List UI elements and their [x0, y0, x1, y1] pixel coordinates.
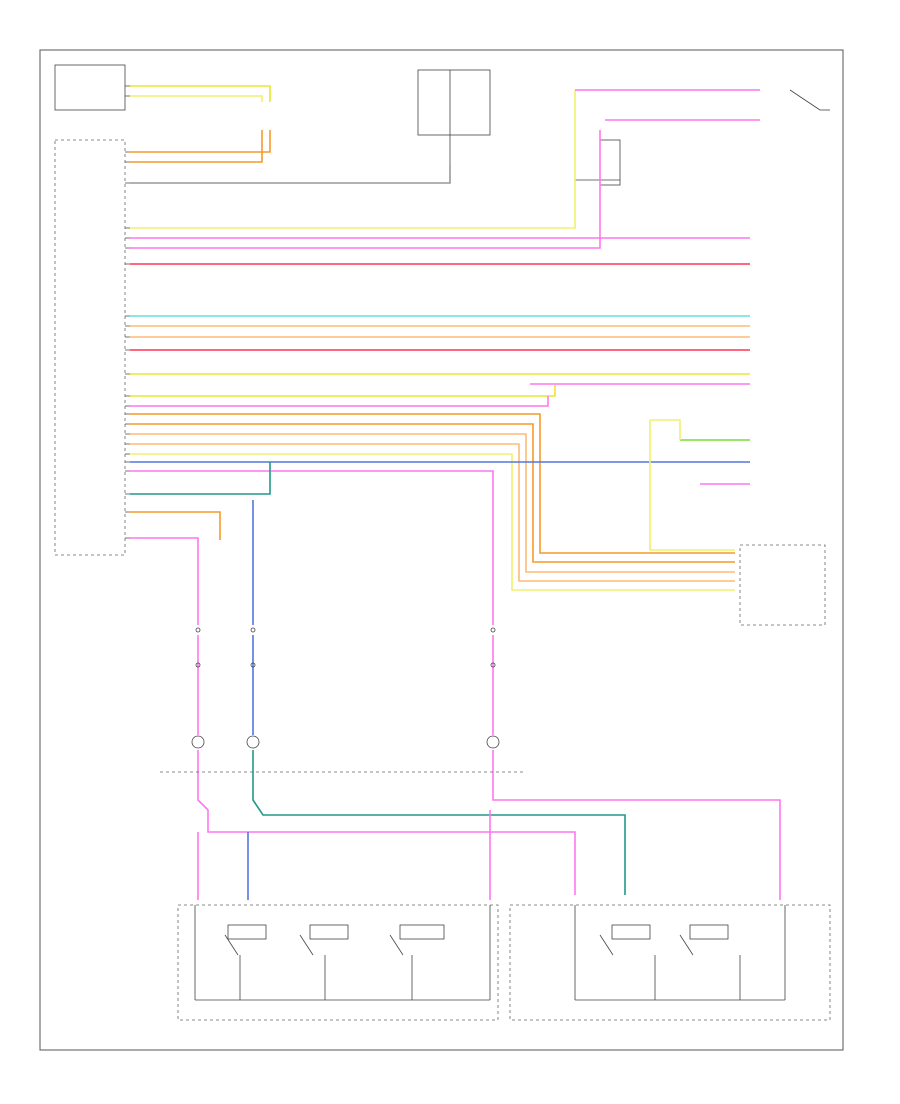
relay-component [575, 139, 621, 186]
wire-lightyellow-4 [130, 453, 735, 591]
wire-top-green [130, 95, 263, 102]
ground-symbols [191, 627, 500, 749]
wire-pink-12 [492, 750, 781, 900]
wire-orange-4 [130, 423, 735, 563]
left-speed-control-switch [177, 904, 499, 1021]
right-connector [739, 544, 826, 626]
wire-orange-5 [130, 511, 221, 540]
wire-teal-2 [252, 750, 626, 895]
wire-pink-11 [197, 750, 576, 895]
wire-pink-4 [130, 130, 601, 249]
wire-yellow-vert [130, 90, 576, 229]
wire-pink-6 [130, 396, 549, 407]
wire-peach-3 [130, 433, 735, 573]
wire-orange-1 [130, 130, 271, 153]
ecm-module [54, 64, 132, 556]
wire-green-2 [649, 419, 735, 551]
outer-frame [39, 49, 844, 1051]
right-speed-control-switch [509, 904, 831, 1021]
brake-switch [417, 69, 491, 170]
wire-orange-3 [130, 413, 735, 554]
wire-gray-brake [130, 165, 451, 184]
wire-yellow-3 [130, 385, 556, 397]
wire-pink-7 [130, 470, 494, 625]
wire-teal-1 [130, 462, 271, 495]
wire-peach-4 [130, 443, 735, 582]
wires [130, 85, 781, 900]
right-side-component-top [789, 89, 830, 111]
wire-pink-8 [130, 537, 199, 625]
wire-top-yellow [130, 85, 271, 102]
wire-orange-2 [130, 130, 263, 163]
